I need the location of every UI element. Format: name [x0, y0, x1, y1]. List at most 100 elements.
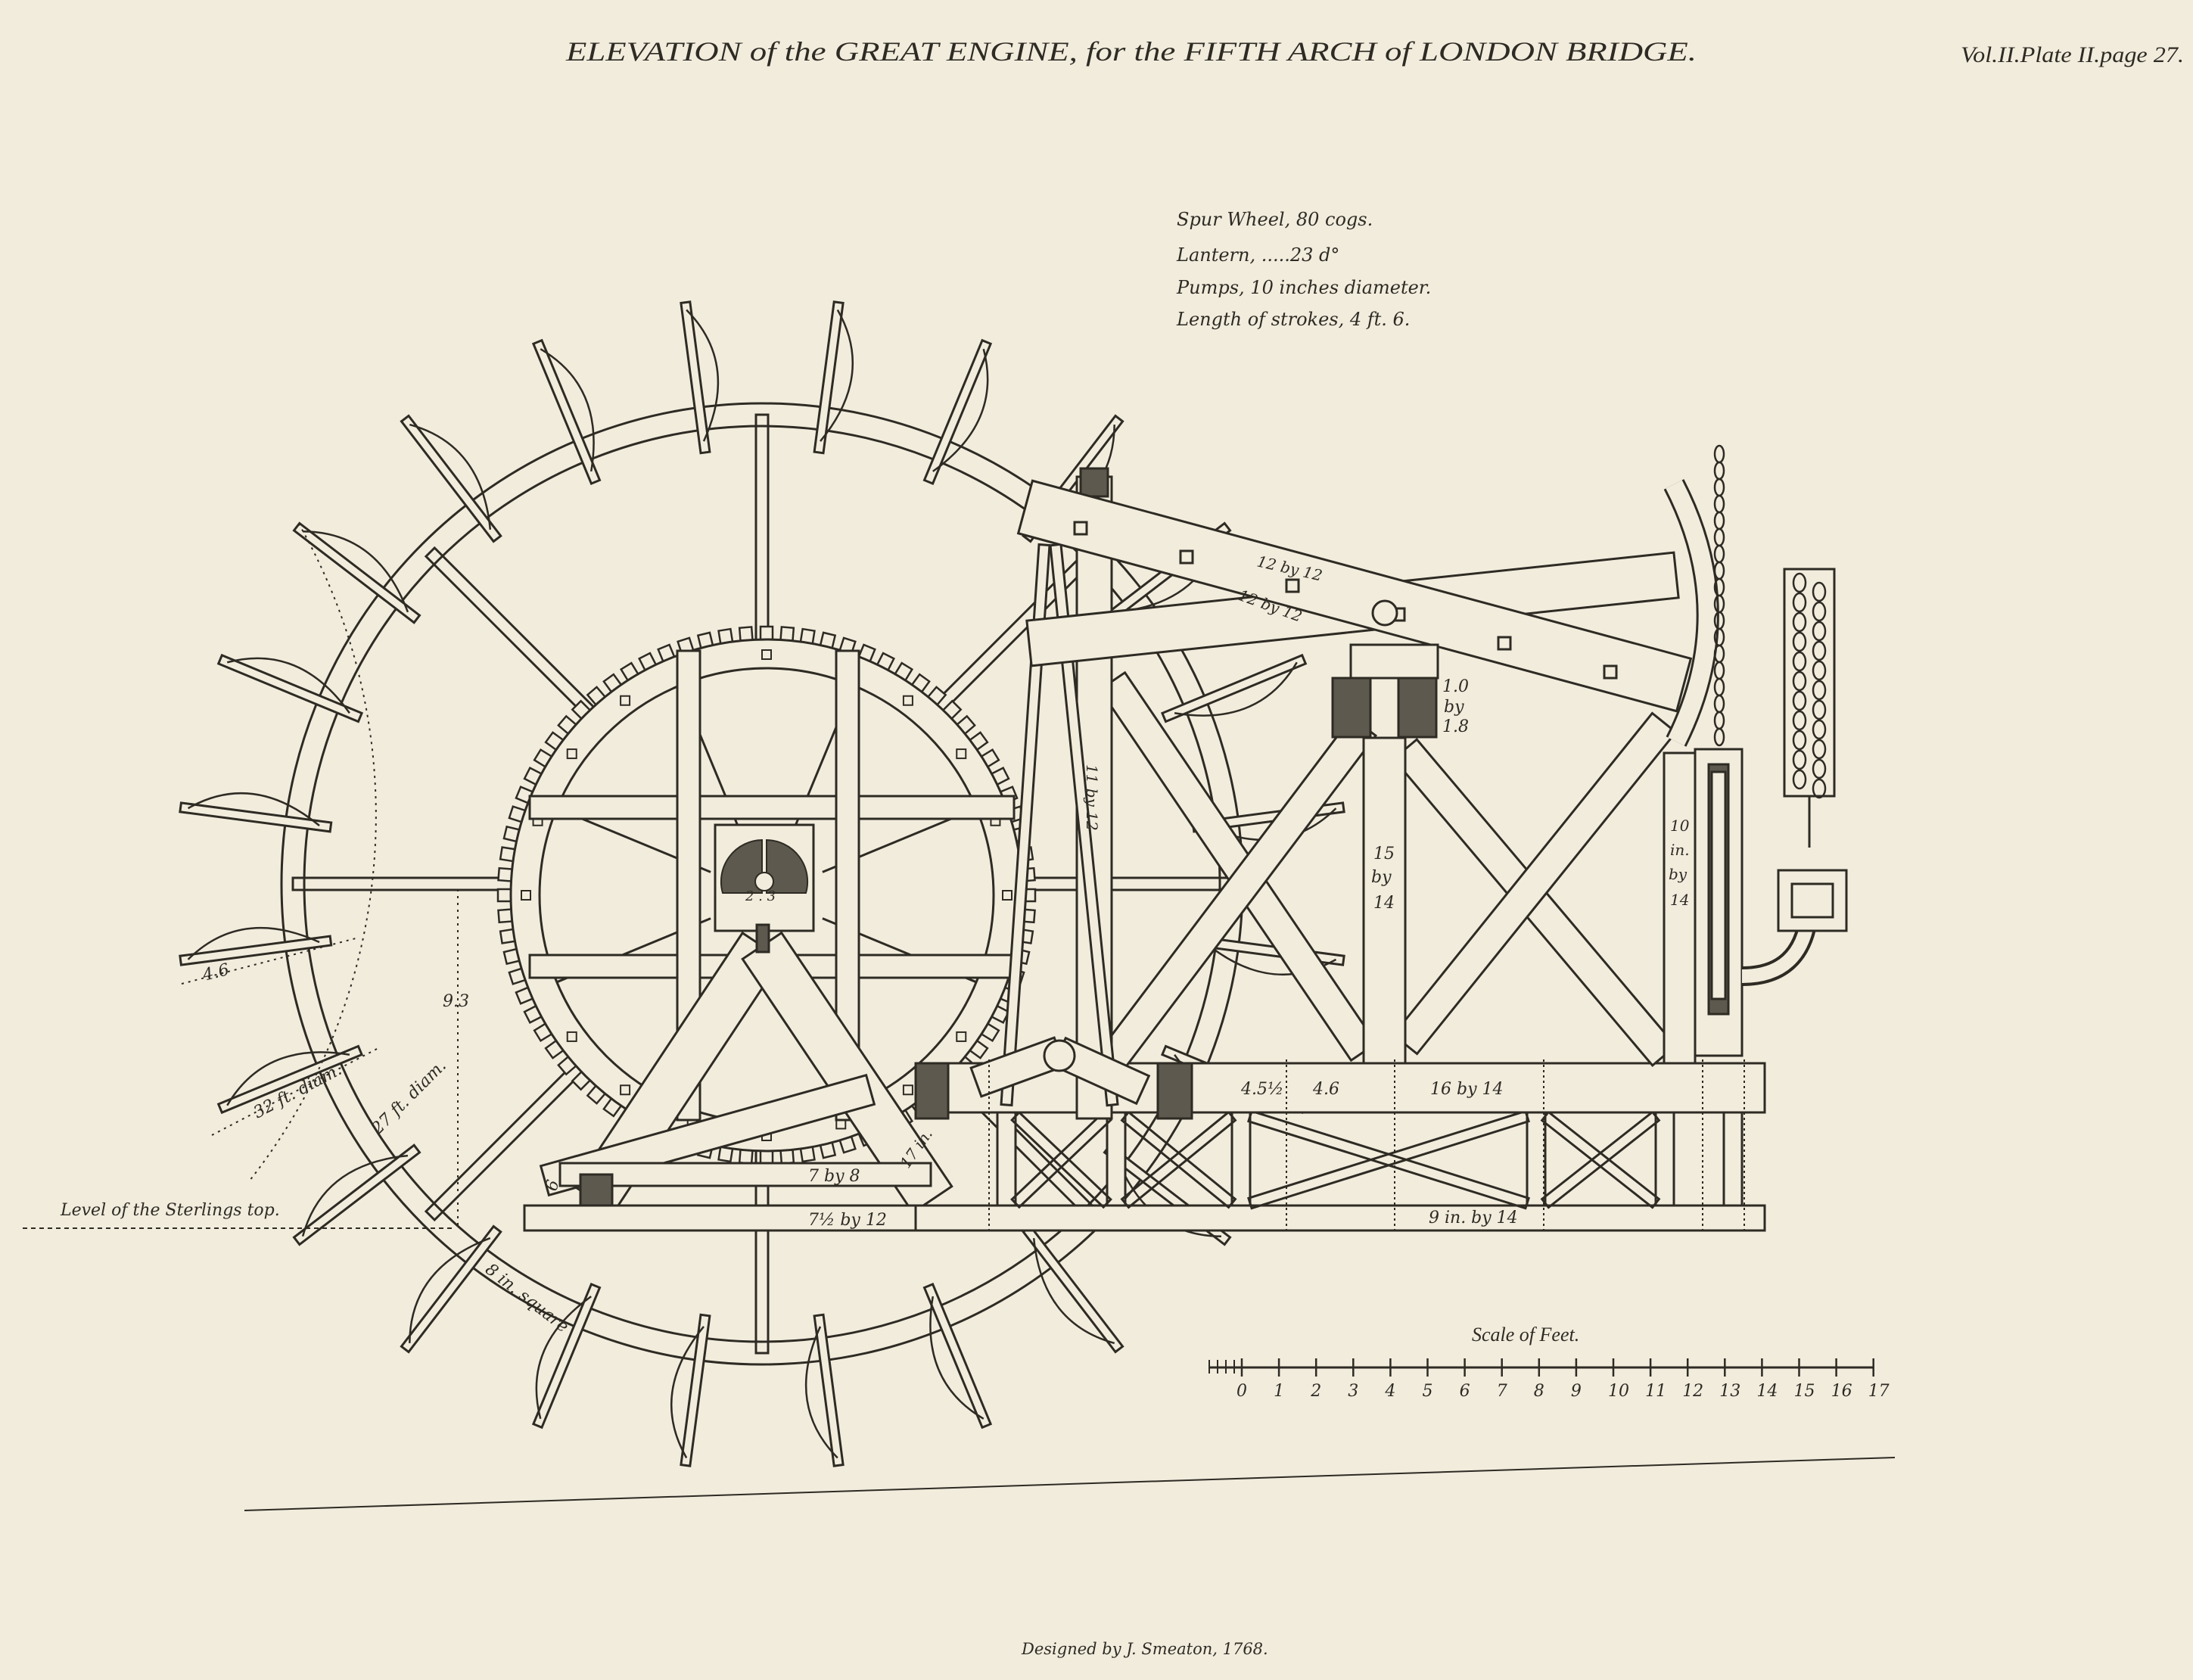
label-post-14: 14 [1373, 894, 1395, 913]
arch-head-sector-fill [1666, 480, 1717, 746]
outlet-box-inner [1790, 882, 1834, 919]
float-board [1174, 661, 1298, 717]
yoke-arm [969, 1036, 1066, 1098]
spare-chain-link [1792, 710, 1807, 731]
sill-9in-by-14 [914, 1204, 1766, 1232]
water-wheel-float [179, 935, 333, 966]
water-wheel-float [680, 300, 711, 455]
pump-rod-inner [1710, 770, 1727, 1000]
label-45half: 4.5½ [1240, 1080, 1283, 1099]
float-board [540, 348, 595, 472]
spare-chain-link [1812, 699, 1827, 720]
frame-post [1526, 1111, 1547, 1207]
lever-beam-upper [1016, 479, 1693, 713]
float-board [804, 1326, 838, 1459]
rim-bolt [566, 1031, 577, 1042]
rim-bolt [761, 649, 772, 660]
chain-link [1713, 711, 1725, 730]
label-7-by-8: 7 by 8 [808, 1167, 860, 1186]
label-pump-post-in: in. [1670, 841, 1690, 859]
note-pumps: Pumps, 10 inches diameter. [1176, 277, 1431, 298]
specification-notes: Spur Wheel, 80 cogs. Lantern, .....23 d°… [1176, 209, 1431, 330]
scale-tick-label: 16 [1831, 1382, 1852, 1401]
frame-post [1654, 1111, 1675, 1207]
scale-tick-label: 2 [1310, 1382, 1321, 1401]
note-spur-wheel: Spur Wheel, 80 cogs. [1177, 209, 1373, 230]
diagonal-brace [1392, 711, 1678, 1056]
axle-hatched-quarter [720, 838, 763, 894]
label-16-by-14: 16 by 14 [1430, 1080, 1504, 1099]
float-board [409, 423, 492, 530]
rim-bolt [521, 890, 531, 901]
label-height: 9.3 [443, 992, 469, 1011]
lever-bolt [1179, 549, 1194, 565]
gudgeon-block [1397, 677, 1438, 739]
label-7half-by-12: 7½ by 12 [808, 1211, 887, 1230]
chain-link [1713, 544, 1725, 564]
chain-link [1713, 461, 1725, 481]
label-rim-square: 8 in. square [481, 1260, 572, 1336]
scale-tick-label: 0 [1236, 1382, 1247, 1401]
label-pump-post-by: by [1669, 865, 1688, 883]
sill-7half-by-12 [523, 1204, 917, 1232]
spare-chain-link [1812, 719, 1827, 740]
spare-chain-link [1812, 739, 1827, 760]
post-15-by-14 [1362, 736, 1407, 1065]
spare-chain-link [1792, 572, 1807, 593]
scale-tick-label: 7 [1497, 1382, 1507, 1401]
spare-chain-link [1812, 601, 1827, 622]
lever-bolt [1497, 636, 1512, 651]
frame-cross-brace [1247, 1109, 1530, 1210]
chain-link [1713, 494, 1725, 514]
frame-cross-brace [1010, 1110, 1112, 1209]
frame-cross-brace [1120, 1110, 1237, 1209]
scale-tick-label: 9 [1571, 1382, 1582, 1401]
scale-tick-label: 3 [1348, 1382, 1358, 1401]
scale-tick-label: 11 [1645, 1382, 1666, 1401]
chain-link [1713, 511, 1725, 530]
spare-chain-link [1812, 621, 1827, 642]
frame-cross-brace [1120, 1110, 1237, 1209]
rim-bolt [902, 695, 913, 706]
rim-bolt [566, 748, 577, 760]
float-board [686, 309, 720, 442]
float-board [301, 1154, 409, 1237]
spare-chain-link [1812, 758, 1827, 779]
scale-tick-label: 8 [1534, 1382, 1544, 1401]
chain-link [1713, 661, 1725, 680]
spare-chain-link [1792, 611, 1807, 633]
pump-rod [1000, 543, 1051, 1107]
yoke-pivot [1043, 1039, 1076, 1072]
frame-post [1230, 1111, 1252, 1207]
beam-7-by-8 [558, 1162, 932, 1187]
label-post-15: 15 [1373, 845, 1395, 863]
hatched-block [1156, 1062, 1193, 1120]
label-hub-23: 2 . 3 [745, 888, 776, 904]
float-board [226, 657, 350, 714]
label-pump-post-10: 10 [1670, 817, 1690, 835]
spare-chain-link [1792, 631, 1807, 652]
spare-chain-link [1812, 680, 1827, 701]
float-board [932, 348, 989, 472]
scale-tick-label: 12 [1682, 1382, 1703, 1401]
label-rim-diameter: 27 ft. diam. [368, 1056, 450, 1139]
scale-tick-label: 13 [1719, 1382, 1740, 1401]
water-wheel-float [531, 338, 602, 486]
rim-bolt [956, 1031, 967, 1042]
axle-gudgeon [754, 872, 774, 891]
water-wheel-float [680, 1313, 711, 1467]
lever-bolt [1285, 578, 1300, 593]
bottom-rule [244, 1457, 1896, 1511]
scale-tick-label: 5 [1423, 1382, 1433, 1401]
post-10-by-14 [1663, 751, 1697, 1065]
scale-tick-label: 4 [1384, 1382, 1395, 1401]
spur-wheel-crossbar [528, 795, 1016, 820]
water-wheel-rim-inner [303, 425, 1221, 1343]
spare-chain-link [1812, 778, 1827, 799]
label-pump-post-14: 14 [1670, 891, 1689, 909]
frame-post [1722, 1111, 1744, 1207]
spare-chain-frame [1783, 568, 1836, 798]
scale-tick-label: 14 [1756, 1382, 1778, 1401]
label-gudgeon-3: 1.8 [1442, 717, 1469, 736]
